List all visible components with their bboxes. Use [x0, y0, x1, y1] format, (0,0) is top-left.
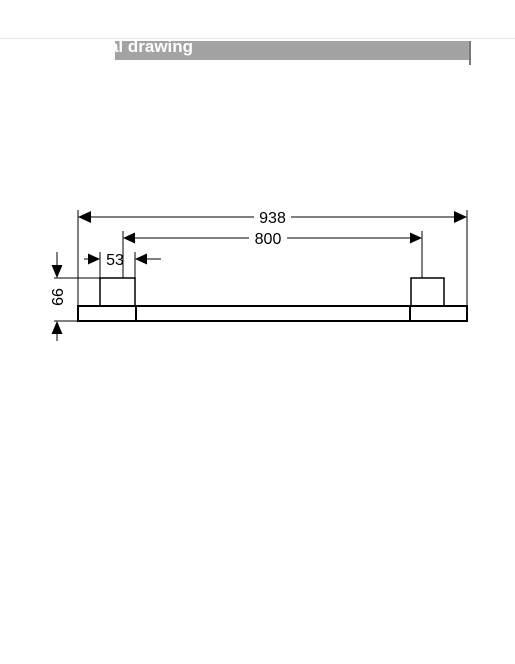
- arrowhead-left: [78, 211, 91, 223]
- dimension-center-distance: 800: [123, 231, 422, 248]
- rail-bar: [77, 305, 468, 322]
- dimension-overall-length: 938: [78, 210, 467, 227]
- arrowhead-down: [51, 265, 63, 278]
- extension-lines: [54, 210, 468, 322]
- dimension-height: 66: [50, 252, 67, 341]
- towel-rail-part: [77, 277, 468, 322]
- section-header-bar-edge: [469, 41, 471, 65]
- arrowhead-left: [135, 253, 147, 265]
- dimension-mount-width-label: 53: [106, 252, 124, 269]
- dimension-mount-width: 53: [84, 252, 161, 269]
- arrowhead-up: [51, 321, 63, 334]
- dimension-height-label: 66: [50, 288, 67, 306]
- arrowhead-right: [410, 232, 422, 244]
- wall-mount-right: [410, 277, 445, 307]
- section-header-bar: [115, 41, 470, 60]
- arrowhead-right: [454, 211, 467, 223]
- wall-mount-left: [99, 277, 136, 307]
- dimension-center-distance-label: 800: [255, 231, 282, 248]
- dimension-overall-length-label: 938: [259, 210, 286, 227]
- arrowhead-right: [88, 253, 100, 265]
- top-divider: [0, 38, 515, 39]
- arrowhead-left: [123, 232, 135, 244]
- section-title: Technical drawing: [46, 37, 194, 56]
